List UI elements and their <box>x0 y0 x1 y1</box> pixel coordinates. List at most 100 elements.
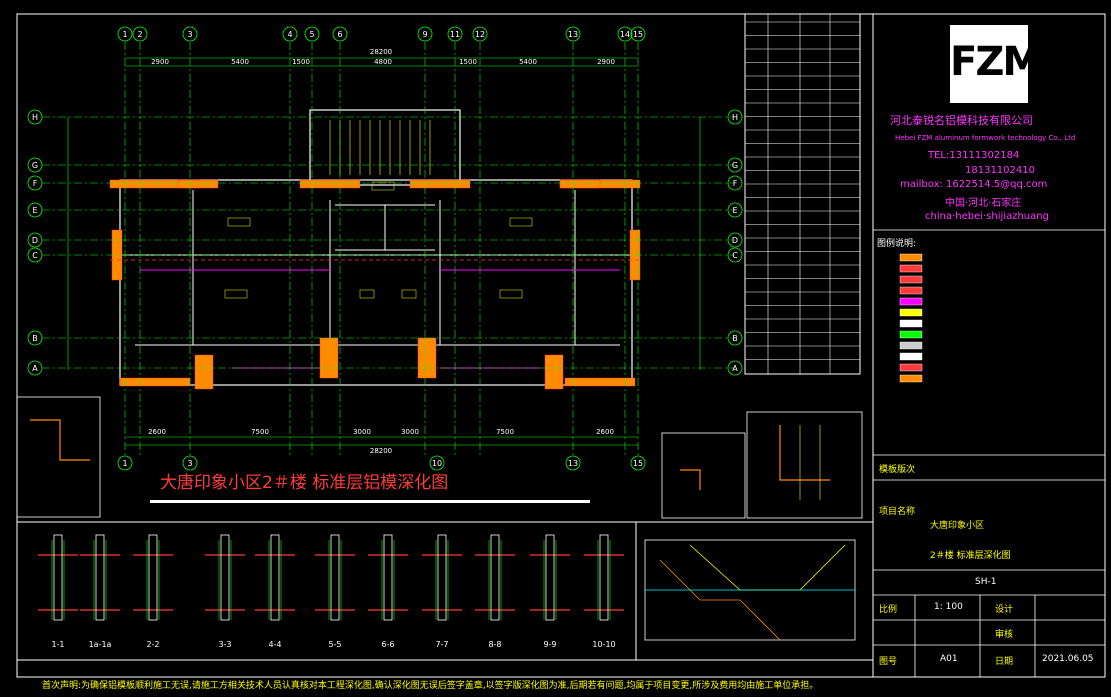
legend-swatch <box>899 286 923 295</box>
bottom-dim: 3000 <box>401 428 419 436</box>
company-region-en: china·hebei·shijiazhuang <box>925 211 1049 222</box>
axis-bubble-bottom <box>630 455 646 471</box>
axis-bubble-top <box>565 26 581 42</box>
axis-label-top: 14 <box>620 30 630 39</box>
axis-bubble-top <box>304 26 320 42</box>
axis-bubble-top <box>132 26 148 42</box>
axis-label-top: 3 <box>187 30 192 39</box>
axis-label-top: 1 <box>122 30 127 39</box>
section-label: 8-8 <box>488 640 501 649</box>
axis-label-side: E <box>32 206 37 215</box>
date-value: 2021.06.05 <box>1042 654 1094 664</box>
date-label: 日期 <box>995 657 1014 667</box>
top-dim: 1500 <box>292 58 310 66</box>
top-dim: 2900 <box>151 58 169 66</box>
drawing-no-value: A01 <box>940 654 958 664</box>
axis-bubble-side <box>727 109 743 125</box>
company-name-cn: 河北泰锐名铝模科技有限公司 <box>890 114 1033 127</box>
axis-label-side: H <box>732 113 738 122</box>
company-tel-1: TEL:13111302184 <box>928 150 1020 161</box>
bottom-dim: 7500 <box>496 428 514 436</box>
axis-label-top: 15 <box>633 30 643 39</box>
sheet-number: SH-1 <box>975 577 997 587</box>
legend-swatch <box>899 308 923 317</box>
axis-label-side: C <box>32 251 38 260</box>
section-label: 7-7 <box>435 640 448 649</box>
axis-bubble-top <box>117 26 133 42</box>
check-label: 审核 <box>995 630 1014 640</box>
axis-bubble-side <box>27 109 43 125</box>
axis-label-side: B <box>32 334 38 343</box>
company-tel-2: 18131102410 <box>965 165 1035 176</box>
axis-label-bottom: 13 <box>568 459 578 468</box>
company-logo: FZM <box>950 25 1042 103</box>
section-label: 5-5 <box>328 640 341 649</box>
bottom-dim: 7500 <box>251 428 269 436</box>
legend-swatch <box>899 341 923 350</box>
axis-bubble-side <box>27 360 43 376</box>
drawing-no-label: 图号 <box>879 657 898 667</box>
axis-label-top: 6 <box>337 30 342 39</box>
axis-label-side: B <box>732 334 738 343</box>
company-name-en: Hebei FZM aluminum formwork technology C… <box>895 134 1076 142</box>
axis-bubble-side <box>27 247 43 263</box>
axis-label-side: H <box>32 113 38 122</box>
axis-bubble-side <box>727 157 743 173</box>
axis-label-side: F <box>33 179 38 188</box>
design-label: 设计 <box>995 605 1014 615</box>
axis-bubble-top <box>630 26 646 42</box>
axis-bubble-top <box>472 26 488 42</box>
axis-label-bottom: 10 <box>432 459 442 468</box>
legend-swatch <box>899 297 923 306</box>
axis-bubble-side <box>27 330 43 346</box>
legend-swatch <box>899 264 923 273</box>
axis-bubble-top <box>617 26 633 42</box>
axis-label-side: C <box>732 251 738 260</box>
axis-label-side: G <box>732 161 738 170</box>
axis-label-bottom: 15 <box>633 459 643 468</box>
legend-swatch <box>899 352 923 361</box>
floor-plan <box>109 109 641 390</box>
axis-bubble-top <box>332 26 348 42</box>
scale-value: 1: 100 <box>934 602 963 612</box>
axis-bubble-top <box>182 26 198 42</box>
legend-swatch <box>899 363 923 372</box>
axis-label-bottom: 1 <box>122 459 127 468</box>
legend-swatch <box>899 374 923 383</box>
legend-swatch <box>899 253 923 262</box>
project-value: 大唐印象小区 <box>930 521 985 531</box>
axis-bubble-side <box>727 232 743 248</box>
axis-bubble-side <box>727 330 743 346</box>
axis-label-top: 12 <box>475 30 485 39</box>
project-label: 项目名称 <box>879 507 916 517</box>
top-dim: 4800 <box>374 58 392 66</box>
overall-dim-top: 28200 <box>370 48 392 56</box>
legend-swatch <box>899 319 923 328</box>
axis-label-side: A <box>32 364 38 373</box>
axis-label-side: F <box>733 179 738 188</box>
top-dim: 1500 <box>459 58 477 66</box>
axis-bubble-bottom <box>117 455 133 471</box>
axis-bubble-bottom <box>565 455 581 471</box>
section-label: 4-4 <box>268 640 281 649</box>
axis-label-side: D <box>32 236 38 245</box>
axis-bubble-side <box>727 247 743 263</box>
bottom-dim: 2600 <box>596 428 614 436</box>
axis-bubble-side <box>27 157 43 173</box>
axis-bubble-bottom <box>182 455 198 471</box>
axis-label-side: G <box>32 161 38 170</box>
drawing-title: 大唐印象小区2＃楼 标准层铝模深化图 <box>160 473 449 493</box>
axis-label-top: 9 <box>422 30 427 39</box>
scale-label: 比例 <box>879 605 898 615</box>
disclaimer: 首次声明:为确保铝模板顺利施工无误,请施工方相关技术人员认真核对本工程深化图,确… <box>42 681 819 691</box>
legend-swatch <box>899 330 923 339</box>
titleblock-frame <box>872 13 1106 678</box>
section-label: 1-1 <box>51 640 64 649</box>
logo-text: FZM <box>950 39 1042 85</box>
axis-label-side: D <box>732 236 738 245</box>
axis-bubble-bottom <box>429 455 445 471</box>
axis-label-side: A <box>732 364 738 373</box>
drawing-name: 2＃楼 标准层深化图 <box>930 551 1011 561</box>
overall-dim-bottom: 28200 <box>370 447 392 455</box>
top-dim: 2900 <box>597 58 615 66</box>
